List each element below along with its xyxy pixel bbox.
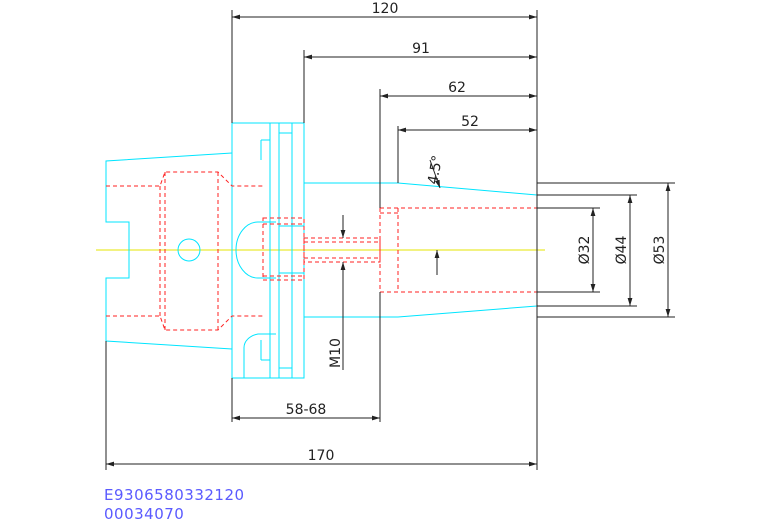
dim-62: 62 [448, 80, 466, 96]
dim-170: 170 [308, 448, 335, 464]
dim-58-68: 58-68 [286, 402, 327, 418]
dim-taper-angle: 4.5° [425, 154, 446, 186]
dim-thread-m10: M10 [328, 338, 344, 368]
dim-120: 120 [372, 1, 399, 17]
dim-dia-44: Ø44 [614, 235, 630, 264]
dim-dia-32: Ø32 [577, 236, 593, 265]
dimension-lines [105, 10, 675, 470]
dim-52: 52 [461, 114, 479, 130]
dim-91: 91 [412, 41, 430, 57]
serial-code: 00034070 [104, 505, 185, 523]
hidden-lines [106, 171, 537, 331]
part-code: E9306580332120 [104, 486, 245, 504]
dim-dia-53: Ø53 [652, 236, 668, 265]
